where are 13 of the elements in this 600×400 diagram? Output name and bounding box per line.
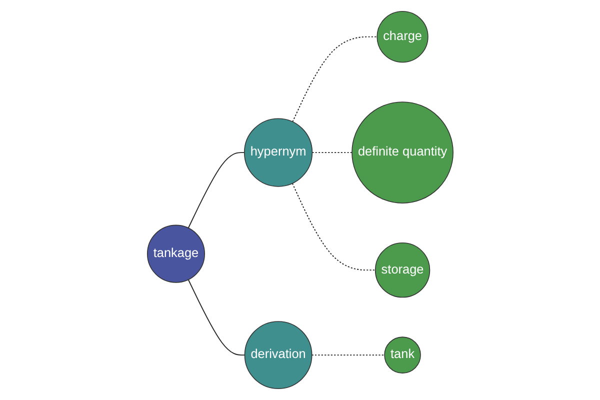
node-circle: definite quantity [351,102,454,204]
connector [292,36,378,122]
node-circle: hypernym [244,118,312,187]
node-circle: derivation [244,321,312,390]
connector [188,152,245,228]
node-circle: tankage [146,224,205,283]
node-circle: charge [376,10,428,63]
connector [292,182,376,271]
connector [188,279,245,356]
node-circle: tank [384,336,421,374]
node-circle: storage [374,242,430,298]
connector [312,152,352,154]
connector [311,354,385,356]
